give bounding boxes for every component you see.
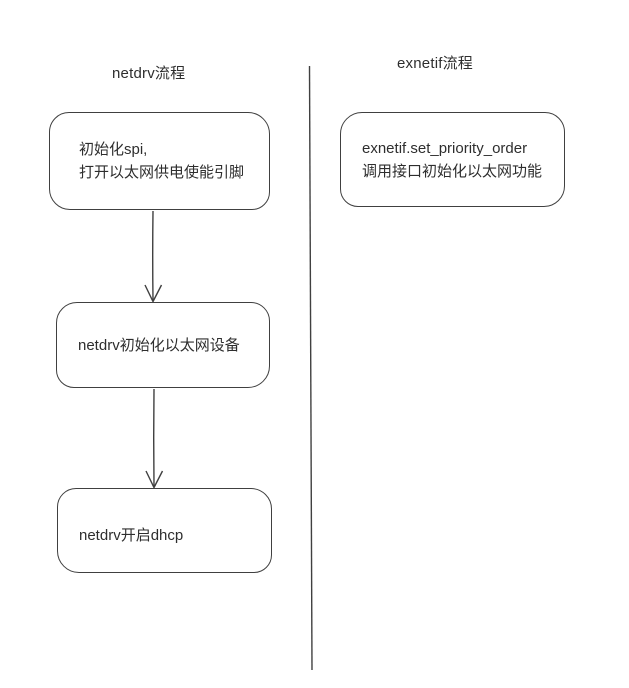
node-netdrv-init-ethernet[interactable]: netdrv初始化以太网设备 [56,302,270,388]
column-title-netdrv: netdrv流程 [112,65,186,82]
node-text-line: 初始化spi, [79,141,148,158]
arrow-init-ethernet-to-dhcp [145,388,164,490]
node-text-line: exnetif.set_priority_order [362,139,528,157]
node-netdrv-start-dhcp[interactable]: netdrv开启dhcp [57,488,272,573]
node-text-line: 调用接口初始化以太网功能 [362,162,543,180]
node-text-line: netdrv开启dhcp [79,527,184,544]
column-title-exnetif: exnetif流程 [397,55,473,72]
node-exnetif-set-priority-order[interactable]: exnetif.set_priority_order 调用接口初始化以太网功能 [340,112,565,207]
column-divider-line [308,65,313,671]
node-text-line: 打开以太网供电使能引脚 [79,164,245,181]
arrow-init-spi-to-init-ethernet [144,210,163,304]
node-init-spi[interactable]: 初始化spi, 打开以太网供电使能引脚 [49,112,270,210]
node-text-line: netdrv初始化以太网设备 [78,336,240,354]
